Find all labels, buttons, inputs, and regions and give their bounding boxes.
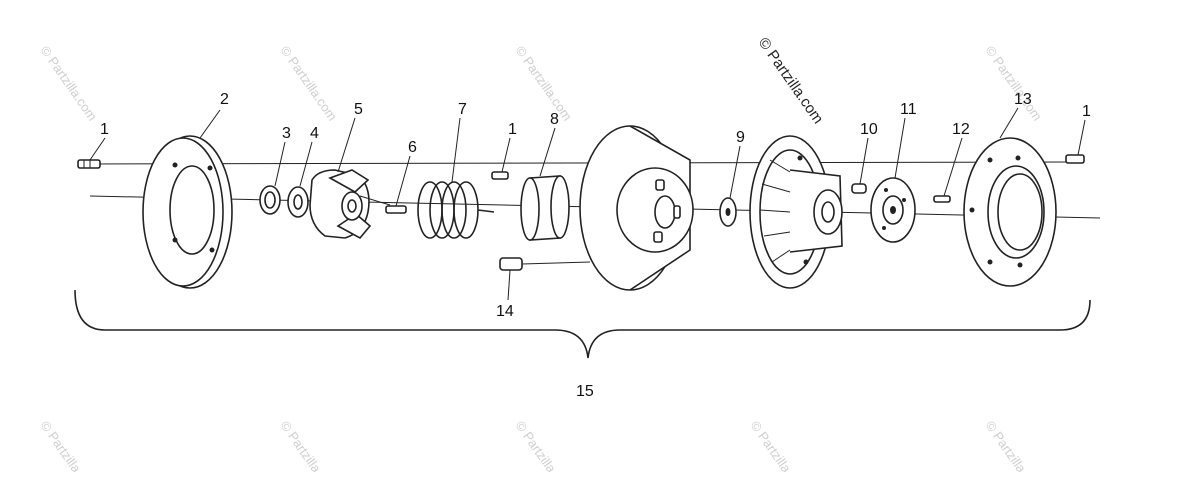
spider-part-5	[309, 169, 391, 240]
callout-label: 4	[310, 125, 319, 142]
callout-label: 13	[1014, 91, 1032, 108]
bolt-part-1	[77, 159, 101, 169]
callout-label: 14	[496, 303, 514, 320]
watermark: © Partzilla.com	[38, 418, 101, 472]
callout-label: 10	[860, 121, 878, 138]
callout-label: 2	[220, 91, 229, 108]
callout-label: 3	[282, 125, 291, 142]
roller-part-10	[851, 183, 867, 194]
callout-label: 6	[408, 139, 417, 156]
bolt-part-1-center	[491, 171, 509, 180]
sheave	[579, 125, 694, 291]
washer-part-4	[287, 186, 309, 218]
leader-lines	[89, 107, 1086, 301]
pin-part-6	[385, 205, 407, 214]
spider-plate-part-11	[870, 177, 916, 243]
bolt-part-1-right	[1065, 154, 1085, 164]
spring-part-7	[417, 181, 495, 239]
cover-plate-part-2	[142, 135, 233, 289]
watermark: © Partzilla.com	[38, 43, 101, 123]
washer-part-9	[719, 197, 737, 227]
watermark: © Partzilla.com	[513, 43, 576, 123]
callout-label: 1	[508, 121, 517, 138]
cover-part-13	[963, 137, 1057, 287]
watermark: © Partzilla.com	[983, 43, 1046, 123]
watermark: © Partzilla.com	[983, 418, 1046, 472]
callout-labels: 1 2 3 4 5 6 7 1 8 9 10 11 12 13 1 14 15	[100, 91, 1091, 400]
callout-label: 8	[550, 111, 559, 128]
callout-label: 1	[100, 121, 109, 138]
copyright-text: © Partzilla.com	[755, 35, 827, 128]
ring-part-8	[520, 175, 570, 241]
callout-label: 9	[736, 129, 745, 146]
callout-label: 1	[1082, 103, 1091, 120]
bushing-part-3	[259, 185, 281, 215]
bolt-part-14	[499, 257, 591, 271]
watermark: © Partzilla.com	[278, 43, 341, 123]
callout-label: 5	[354, 101, 363, 118]
moveable-sheave	[749, 135, 843, 289]
screw-part-12	[933, 195, 951, 203]
callout-label: 11	[900, 101, 917, 118]
callout-label: 15	[576, 383, 594, 400]
assembly-bracket	[74, 289, 1091, 359]
watermark: © Partzilla.com	[278, 418, 341, 472]
callout-label: 7	[458, 101, 467, 118]
watermark: © Partzilla.com	[748, 418, 811, 472]
watermark: © Partzilla.com	[513, 418, 576, 472]
callout-label: 12	[952, 121, 970, 138]
